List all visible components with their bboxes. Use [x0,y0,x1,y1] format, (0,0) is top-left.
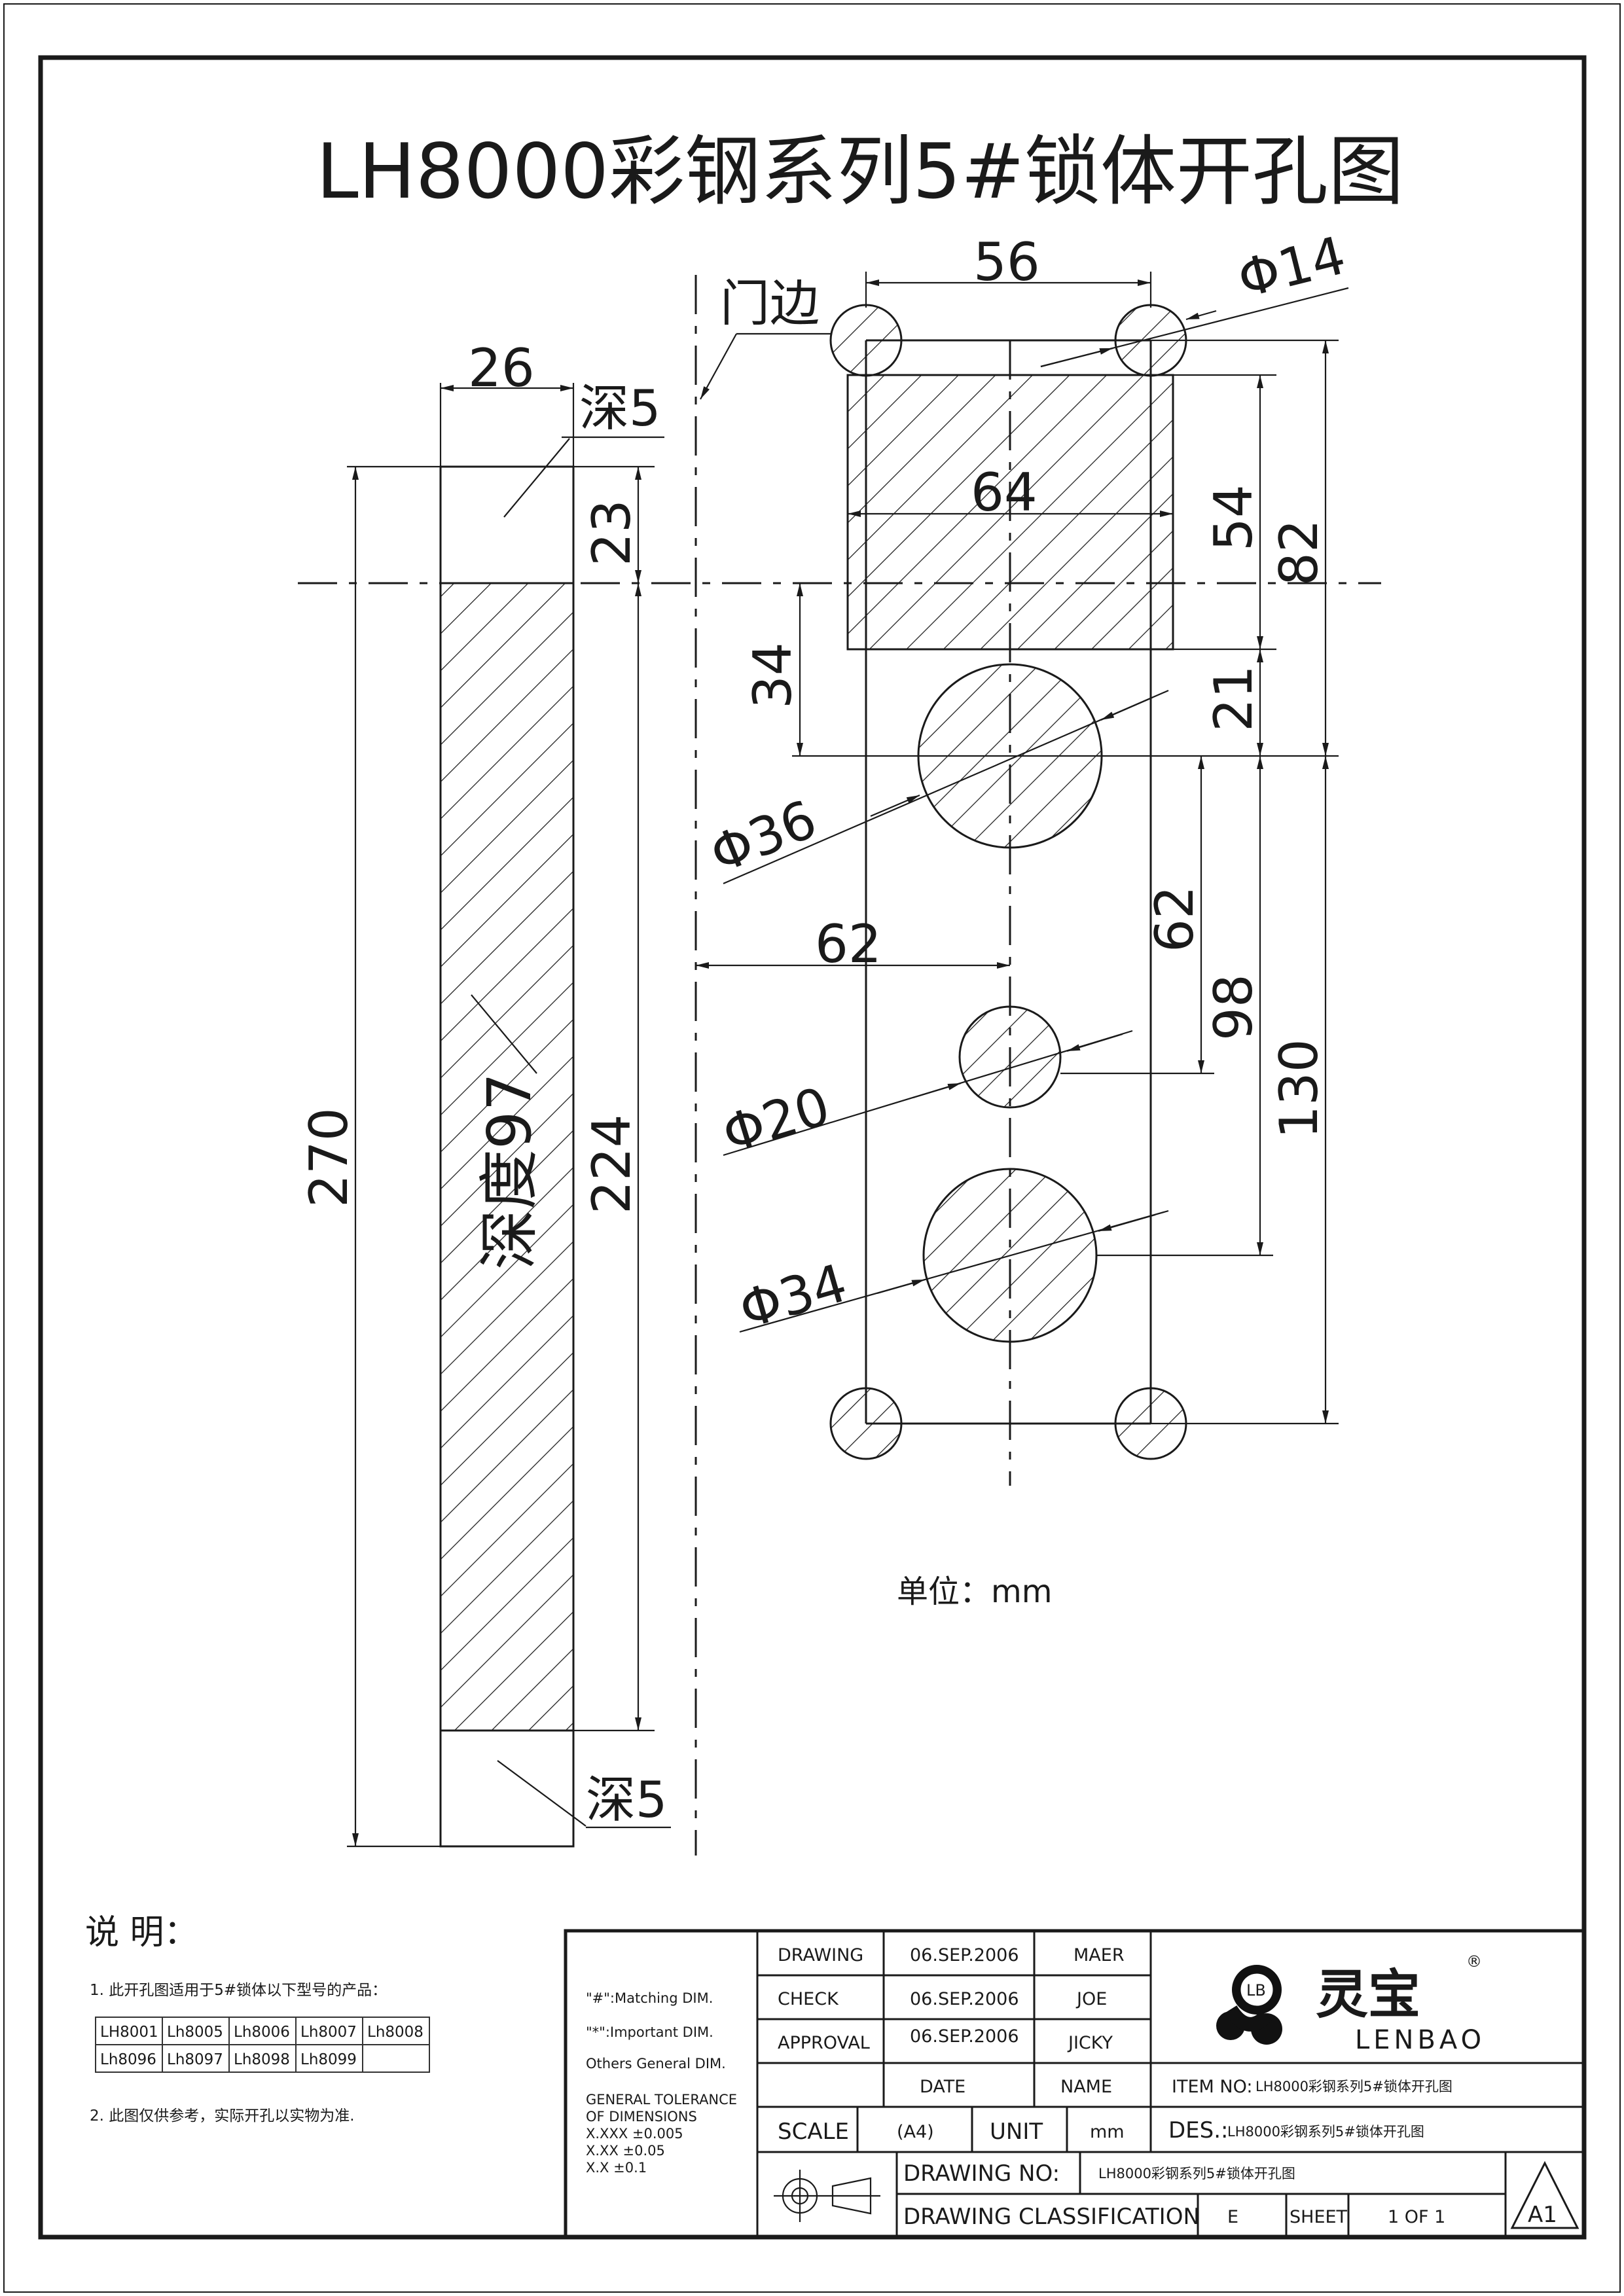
row-date: 06.SEP.2006 [910,1945,1019,1965]
hole-layout-view: 56 Φ14 64 54 82 34 21 Φ36 62 [696,224,1351,1486]
item-no-value: LH8000彩钢系列5#锁体开孔图 [1255,2079,1453,2094]
dim-26: 26 [468,338,535,399]
outer-border [3,3,1621,2293]
dim-64: 64 [971,462,1038,523]
row-role: CHECK [778,1989,839,2009]
row-role: DRAWING [778,1945,863,1965]
model-cell: Lh8096 [100,2051,156,2068]
dim-phi20: Φ20 [715,1075,837,1165]
lenbao-logo: LB 灵宝 ® LENBAO [1216,1952,1485,2055]
dim-98: 98 [1203,974,1264,1041]
name-heading: NAME [1060,2077,1112,2097]
sheet-value: 1 OF 1 [1388,2207,1445,2227]
logo-mark: LB [1246,1981,1266,2000]
model-cell: Lh8007 [300,2024,357,2041]
notes-heading: 说 明： [85,1913,198,1952]
model-cell: Lh8099 [300,2051,357,2068]
scale-value: (A4) [897,2122,934,2142]
dim-62-vertical: 62 [1144,886,1205,952]
matching-dim: "#":Matching DIM. [586,1990,713,2006]
model-cell: Lh8005 [167,2024,223,2041]
des-label: DES.: [1168,2117,1229,2144]
label-depth5-top: 深5 [579,379,660,437]
row-name: JOE [1075,1989,1107,2009]
model-cell: Lh8097 [167,2051,223,2068]
model-cell: Lh8006 [234,2024,290,2041]
logo-english: LENBAO [1355,2025,1485,2055]
unit-label: 单位：mm [897,1573,1053,1610]
projection-symbol-icon [774,2170,880,2222]
drawing-frame [38,55,1587,2240]
classification-value: E [1227,2207,1238,2227]
dim-phi36: Φ36 [702,789,825,886]
drawing-title: LH8000彩钢系列5#锁体开孔图 [316,128,1404,216]
sheet-label: SHEET [1290,2207,1348,2227]
row-date: 06.SEP.2006 [910,2026,1019,2047]
hole-phi20 [958,1005,1062,1109]
notes-section: 说 明： 1. 此开孔图适用于5#锁体以下型号的产品： LH8001 Lh800… [85,1913,430,2125]
drawing-no-label: DRAWING NO: [903,2161,1060,2187]
label-depth97: 深度97 [475,1073,545,1270]
label-depth5-bottom: 深5 [586,1770,667,1829]
screw-hole-top-left [829,304,903,377]
dim-82: 82 [1269,519,1329,586]
logo-registered: ® [1466,1952,1482,1971]
tolerance-heading-2: OF DIMENSIONS [586,2109,697,2125]
unit-value: mm [1090,2122,1125,2142]
dim-23: 23 [581,499,642,566]
tolerance-1: X.XXX ±0.005 [586,2126,683,2142]
others-dim: Others General DIM. [586,2056,726,2072]
dim-21: 21 [1203,665,1264,732]
dim-130: 130 [1269,1039,1329,1139]
row-name: JICKY [1067,2033,1113,2053]
dim-270: 270 [298,1107,359,1208]
dim-56: 56 [973,232,1040,293]
row-name: MAER [1074,1945,1125,1965]
title-block: "#":Matching DIM. "*":Important DIM. Oth… [564,1929,1586,2239]
label-door-edge: 门边 [720,274,820,332]
model-cell: Lh8008 [367,2024,424,2041]
dim-62-horizontal: 62 [815,914,882,975]
note-2: 2. 此图仅供参考，实际开孔以实物为准. [90,2108,355,2125]
door-edge: 门边 [695,274,831,1856]
tolerance-3: X.X ±0.1 [586,2160,647,2176]
item-no-label: ITEM NO: [1172,2077,1252,2097]
logo-mark-ring [1238,1971,1275,2008]
tolerance-2: X.XX ±0.05 [586,2143,665,2159]
dim-54: 54 [1203,484,1264,551]
dim-phi34: Φ34 [733,1252,854,1340]
dim-phi14: Φ14 [1232,224,1351,310]
row-date: 06.SEP.2006 [910,1989,1019,2009]
date-heading: DATE [920,2077,965,2097]
faceplate-view: 26 深5 深5 深度97 270 23 224 [298,338,671,1848]
scale-label: SCALE [778,2119,849,2145]
faceplate-pocket [439,582,575,1732]
drawing-no-value: LH8000彩钢系列5#锁体开孔图 [1098,2166,1295,2181]
dim-34: 34 [742,642,803,709]
important-dim: "*":Important DIM. [586,2024,713,2040]
classification-label: DRAWING CLASSIFICATION [903,2204,1200,2230]
row-role: APPROVAL [778,2033,870,2053]
tolerance-heading-1: GENERAL TOLERANCE [586,2092,737,2108]
sheet-size: A1 [1528,2202,1557,2228]
logo-chinese: 灵宝 [1316,1964,1420,2025]
screw-hole-bottom-left [829,1387,903,1460]
model-cell: LH8001 [100,2024,158,2041]
unit-label-tb: UNIT [990,2119,1043,2145]
sheet-size-triangle-icon: A1 [1510,2161,1579,2229]
des-value: LH8000彩钢系列5#锁体开孔图 [1227,2124,1424,2140]
model-cell: Lh8098 [234,2051,290,2068]
note-1: 1. 此开孔图适用于5#锁体以下型号的产品： [90,1982,387,1999]
dim-224: 224 [581,1114,642,1214]
